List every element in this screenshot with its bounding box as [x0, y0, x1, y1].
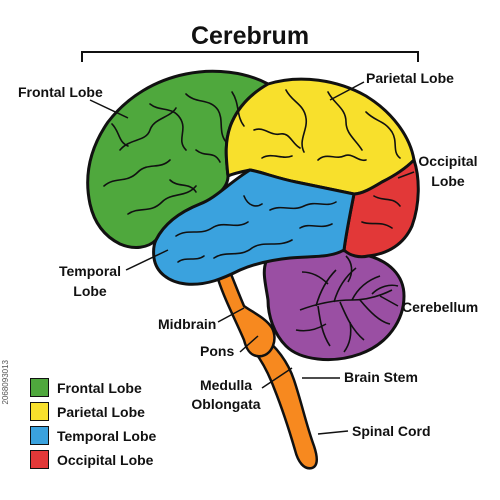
frontal-lobe-label: Frontal Lobe — [18, 84, 103, 100]
legend-label: Parietal Lobe — [57, 403, 145, 420]
frontal-pointer — [89, 99, 129, 119]
legend-label: Occipital Lobe — [57, 451, 154, 468]
temporal-lobe-label-1: Temporal — [59, 263, 121, 279]
lobe-legend: Frontal Lobe Parietal Lobe Temporal Lobe… — [30, 378, 156, 469]
parietal-pointer — [329, 81, 365, 101]
spinal-cord-pointer — [317, 430, 349, 435]
legend-swatch — [30, 378, 49, 397]
legend-item-temporal: Temporal Lobe — [30, 426, 156, 445]
cerebellum-pointer — [379, 295, 399, 307]
stock-id-text: 2068093013 — [1, 360, 10, 405]
brain-gyri — [103, 89, 401, 263]
diagram-labels: Frontal Lobe Parietal Lobe Occipital Lob… — [18, 70, 478, 439]
legend-item-occipital: Occipital Lobe — [30, 450, 156, 469]
diagram-title: Cerebrum — [191, 22, 309, 50]
temporal-lobe-label-2: Lobe — [73, 283, 107, 299]
legend-label: Temporal Lobe — [57, 427, 157, 444]
pons-shape — [212, 260, 276, 358]
legend-swatch — [30, 402, 49, 421]
legend-label: Frontal Lobe — [57, 379, 142, 396]
midbrain-label: Midbrain — [158, 316, 216, 332]
temporal-pointer — [125, 249, 169, 271]
midbrain-pointer — [217, 307, 245, 323]
cerebrum-bracket — [81, 51, 419, 62]
cerebellum-shape — [262, 247, 406, 362]
occipital-lobe-label-1: Occipital — [418, 153, 477, 169]
pons-pointer — [239, 335, 259, 353]
medulla-label-2: Oblongata — [191, 396, 260, 412]
occipital-pointer — [397, 171, 415, 179]
medulla-label-1: Medulla — [200, 377, 252, 393]
spinal-cord-shape — [250, 334, 318, 470]
pointer-lines — [89, 81, 415, 435]
occipital-lobe-label-2: Lobe — [431, 173, 465, 189]
medulla-pointer — [261, 367, 293, 389]
legend-swatch — [30, 426, 49, 445]
pons-label: Pons — [200, 343, 234, 359]
spinal-cord-label: Spinal Cord — [352, 423, 431, 439]
cerebellum-branches — [295, 255, 399, 353]
legend-swatch — [30, 450, 49, 469]
legend-item-parietal: Parietal Lobe — [30, 402, 156, 421]
cerebellum-label: Cerebellum — [402, 299, 478, 315]
parietal-lobe-label: Parietal Lobe — [366, 70, 454, 86]
brain-stem-label: Brain Stem — [344, 369, 418, 385]
legend-item-frontal: Frontal Lobe — [30, 378, 156, 397]
